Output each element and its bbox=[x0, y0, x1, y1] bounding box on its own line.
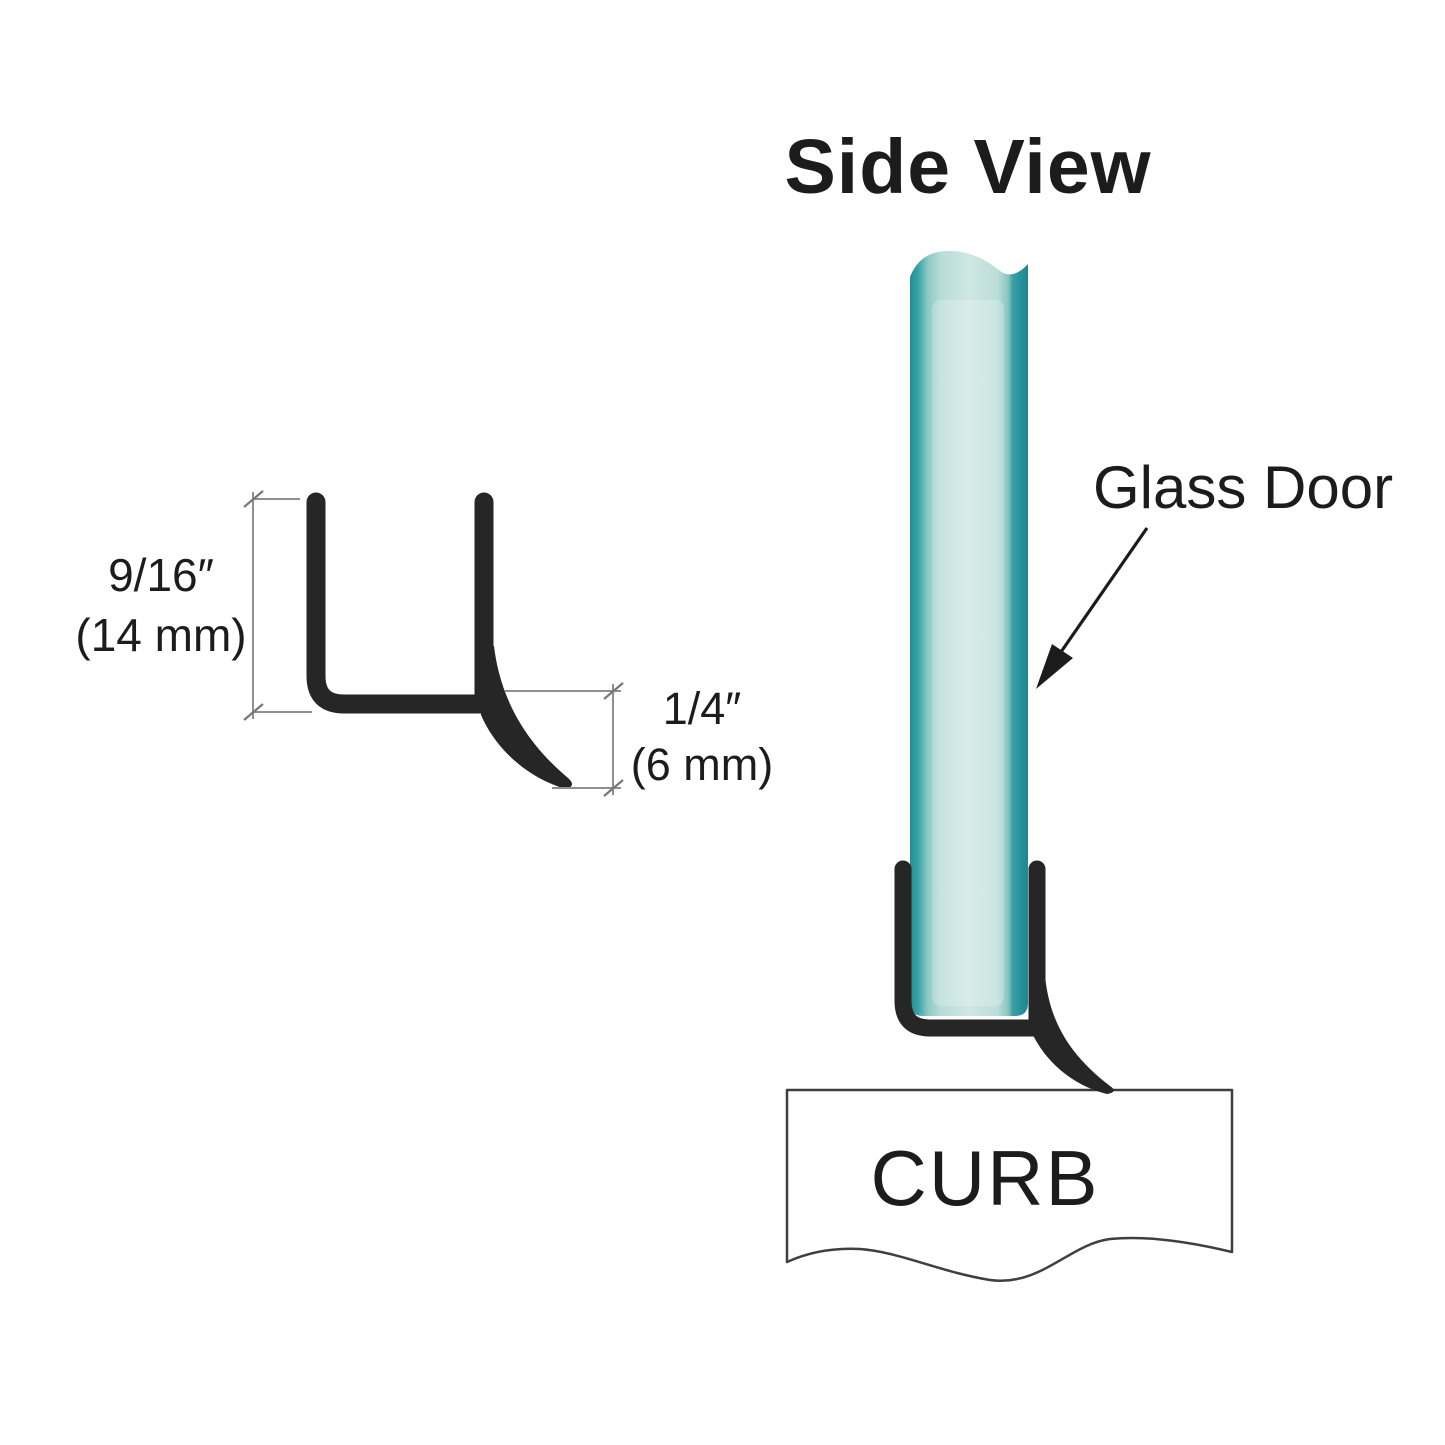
arrow-shaft bbox=[1052, 527, 1149, 663]
glass-door-arrow-icon bbox=[1036, 527, 1149, 689]
height-dimension bbox=[243, 490, 312, 721]
height-dimension-imperial: 9/16″ bbox=[108, 549, 214, 601]
seal-cross-section bbox=[306, 492, 573, 789]
height-dimension-metric: (14 mm) bbox=[75, 609, 247, 661]
glass-door-label: Glass Door bbox=[1093, 454, 1394, 521]
curb-label: CURB bbox=[870, 1134, 1100, 1222]
seal-drip-fin bbox=[481, 646, 573, 789]
glass-panel bbox=[910, 251, 1028, 1016]
bottom-seal-drip-fin bbox=[1031, 976, 1114, 1094]
bottom-seal bbox=[894, 860, 1114, 1094]
height-tick-top bbox=[243, 490, 264, 508]
page-title: Side View bbox=[784, 124, 1152, 210]
glass-inner-highlight bbox=[932, 300, 1004, 1006]
depth-dimension-label: 1/4″ (6 mm) bbox=[631, 681, 773, 793]
arrow-head-icon bbox=[1036, 644, 1073, 689]
glass-body bbox=[910, 251, 1028, 1016]
depth-tick-top bbox=[603, 682, 624, 700]
depth-dimension-imperial: 1/4″ bbox=[662, 683, 742, 734]
depth-dimension bbox=[505, 682, 624, 797]
depth-dimension-metric: (6 mm) bbox=[630, 739, 774, 790]
curb-box bbox=[785, 1088, 1234, 1283]
depth-tick-bottom bbox=[603, 779, 624, 797]
height-dimension-label: 9/16″ (14 mm) bbox=[75, 545, 246, 665]
height-tick-bottom bbox=[243, 703, 264, 721]
bottom-seal-u-channel bbox=[894, 860, 1046, 1037]
seal-u-channel bbox=[306, 492, 494, 714]
